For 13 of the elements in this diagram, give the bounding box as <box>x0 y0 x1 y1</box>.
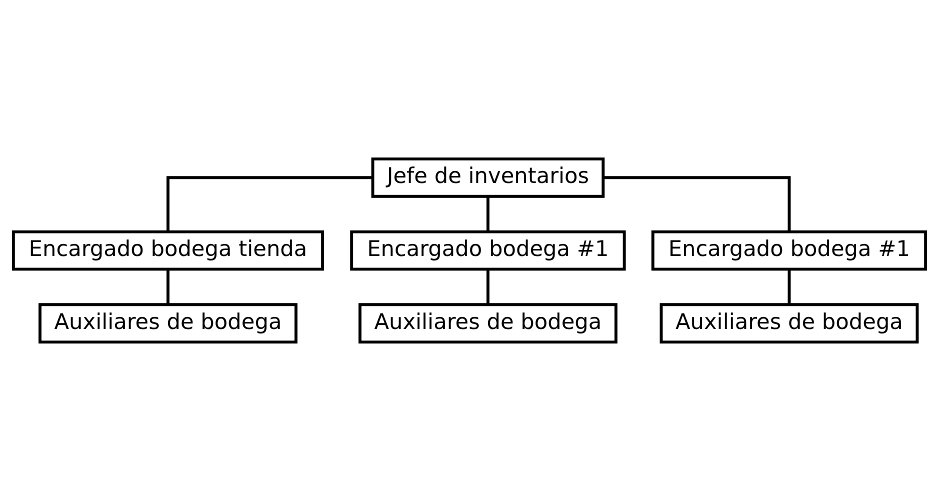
node-box: Encargado bodega tienda <box>12 230 324 270</box>
node-box: Jefe de inventarios <box>371 156 605 198</box>
connector <box>166 176 372 232</box>
connector <box>486 268 490 304</box>
node-box: Auxiliares de bodega <box>660 302 919 344</box>
connector <box>788 268 791 304</box>
node-box: Encargado bodega #1 <box>651 230 928 270</box>
node-box: Auxiliares de bodega <box>38 302 298 344</box>
node-box: Encargado bodega #1 <box>350 230 626 270</box>
connector <box>486 196 490 232</box>
connector <box>166 268 170 304</box>
connector <box>604 176 791 232</box>
node-box: Auxiliares de bodega <box>358 302 618 344</box>
